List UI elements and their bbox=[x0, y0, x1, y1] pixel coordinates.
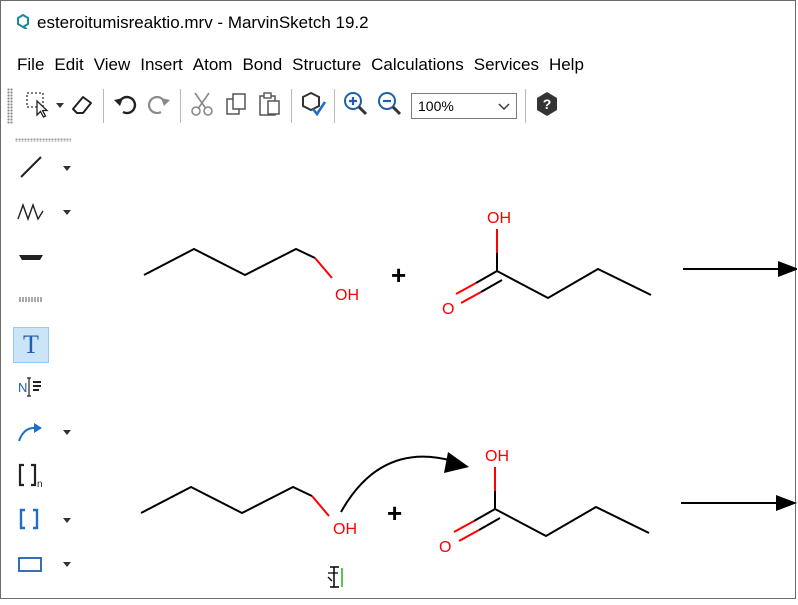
molecule-drawing[interactable]: OH + OH O bbox=[79, 133, 798, 600]
menu-atom[interactable]: Atom bbox=[192, 55, 233, 74]
clean-structure-icon bbox=[299, 90, 327, 123]
atom-list-icon: N bbox=[16, 373, 46, 406]
single-bond-dropdown[interactable] bbox=[63, 147, 71, 191]
arrow-dropdown[interactable] bbox=[63, 411, 71, 455]
electron-pushing-arrow[interactable] bbox=[340, 452, 469, 513]
sketch-canvas[interactable]: OH + OH O bbox=[79, 133, 798, 600]
reaction-2-acid-oh: OH bbox=[485, 448, 509, 465]
undo-icon bbox=[111, 90, 139, 123]
rectangle-icon bbox=[16, 549, 46, 582]
menu-services[interactable]: Services bbox=[473, 55, 539, 74]
zoom-value: 100% bbox=[418, 98, 454, 114]
stereo-bond-tool[interactable] bbox=[13, 279, 63, 323]
reaction-1-acid-oh: OH bbox=[487, 210, 511, 227]
reaction-1-acid[interactable]: OH O bbox=[442, 210, 652, 318]
rectangle-tool[interactable] bbox=[13, 543, 71, 587]
bracket-subscript: n bbox=[37, 479, 43, 489]
rectangle-dropdown[interactable] bbox=[63, 543, 71, 587]
menu-view[interactable]: View bbox=[93, 55, 131, 74]
curved-arrow-icon bbox=[16, 417, 46, 450]
text-tool[interactable]: T bbox=[13, 323, 63, 367]
reaction-2-acid[interactable]: OH O bbox=[439, 448, 650, 556]
cut-icon bbox=[188, 90, 216, 123]
eraser-icon bbox=[68, 90, 96, 123]
svg-text:N: N bbox=[18, 380, 27, 395]
reaction-1-alcohol-oh: OH bbox=[335, 287, 359, 304]
menu-bond[interactable]: Bond bbox=[242, 55, 283, 74]
ring-tool[interactable] bbox=[13, 235, 63, 279]
single-bond-icon bbox=[17, 153, 45, 186]
bracket-tool[interactable] bbox=[13, 499, 71, 543]
bracket-dropdown[interactable] bbox=[63, 499, 71, 543]
svg-text:?: ? bbox=[543, 96, 552, 112]
reaction-2-arrow[interactable] bbox=[681, 495, 797, 511]
toolbar-separator bbox=[103, 89, 104, 123]
zoom-in-icon bbox=[342, 90, 370, 123]
reaction-2-acid-o: O bbox=[439, 539, 451, 556]
menu-insert[interactable]: Insert bbox=[140, 55, 183, 74]
menu-file[interactable]: File bbox=[17, 55, 45, 74]
selection-icon bbox=[24, 90, 52, 123]
reaction-1-acid-o: O bbox=[442, 301, 454, 318]
chain-tool[interactable] bbox=[13, 191, 71, 235]
paste-icon bbox=[256, 90, 284, 123]
chevron-down-icon bbox=[498, 98, 510, 114]
reaction-1-plus: + bbox=[391, 260, 406, 290]
hashed-bond-icon bbox=[16, 285, 46, 318]
text-cursor-icon bbox=[327, 566, 343, 588]
toolbar-grip[interactable] bbox=[7, 88, 13, 124]
zoom-out-button[interactable] bbox=[373, 88, 407, 124]
menu-calculations[interactable]: Calculations bbox=[371, 55, 464, 74]
toolbar-separator bbox=[334, 89, 335, 123]
toolbar-separator bbox=[525, 89, 526, 123]
copy-button[interactable] bbox=[219, 88, 253, 124]
paste-button[interactable] bbox=[253, 88, 287, 124]
zoom-out-icon bbox=[376, 90, 404, 123]
single-bond-tool[interactable] bbox=[13, 147, 71, 191]
title-bar: esteroitumisreaktio.mrv - MarvinSketch 1… bbox=[1, 1, 795, 45]
menu-help[interactable]: Help bbox=[548, 55, 584, 74]
selection-dropdown[interactable] bbox=[55, 103, 65, 109]
clean-structure-button[interactable] bbox=[296, 88, 330, 124]
selection-button[interactable] bbox=[21, 88, 55, 124]
window-title: esteroitumisreaktio.mrv - MarvinSketch 1… bbox=[37, 13, 369, 32]
marvin-app-icon bbox=[15, 13, 31, 34]
palette-grip[interactable] bbox=[15, 138, 71, 142]
text-tool-icon: T bbox=[23, 330, 39, 359]
bold-bond-icon bbox=[16, 241, 46, 274]
erase-button[interactable] bbox=[65, 88, 99, 124]
sgroup-bracket-icon: n bbox=[16, 461, 46, 494]
arrow-tool[interactable] bbox=[13, 411, 71, 455]
toolbar-separator bbox=[180, 89, 181, 123]
copy-icon bbox=[222, 90, 250, 123]
tool-palette: T N bbox=[9, 147, 77, 587]
help-icon: ? bbox=[533, 90, 561, 123]
reaction-1-alcohol[interactable]: OH bbox=[143, 247, 359, 304]
reaction-1-arrow[interactable] bbox=[683, 261, 798, 277]
redo-button[interactable] bbox=[142, 88, 176, 124]
chain-icon bbox=[16, 197, 46, 230]
reaction-2-alcohol[interactable]: OH bbox=[140, 485, 357, 538]
cut-button[interactable] bbox=[185, 88, 219, 124]
menu-structure[interactable]: Structure bbox=[292, 55, 362, 74]
reaction-2-plus: + bbox=[387, 498, 402, 528]
menu-bar: File Edit View Insert Atom Bond Structur… bbox=[1, 51, 589, 79]
menu-edit[interactable]: Edit bbox=[54, 55, 84, 74]
chain-dropdown[interactable] bbox=[63, 191, 71, 235]
zoom-in-button[interactable] bbox=[339, 88, 373, 124]
zoom-select[interactable]: 100% bbox=[411, 93, 517, 119]
main-toolbar: 100% ? bbox=[7, 83, 795, 129]
reaction-numbering-tool[interactable]: N bbox=[13, 367, 63, 411]
help-button[interactable]: ? bbox=[530, 88, 564, 124]
redo-icon bbox=[145, 90, 173, 123]
blue-bracket-icon bbox=[16, 505, 46, 538]
toolbar-separator bbox=[291, 89, 292, 123]
reaction-2-alcohol-oh: OH bbox=[333, 521, 357, 538]
undo-button[interactable] bbox=[108, 88, 142, 124]
sgroup-tool[interactable]: n bbox=[13, 455, 63, 499]
